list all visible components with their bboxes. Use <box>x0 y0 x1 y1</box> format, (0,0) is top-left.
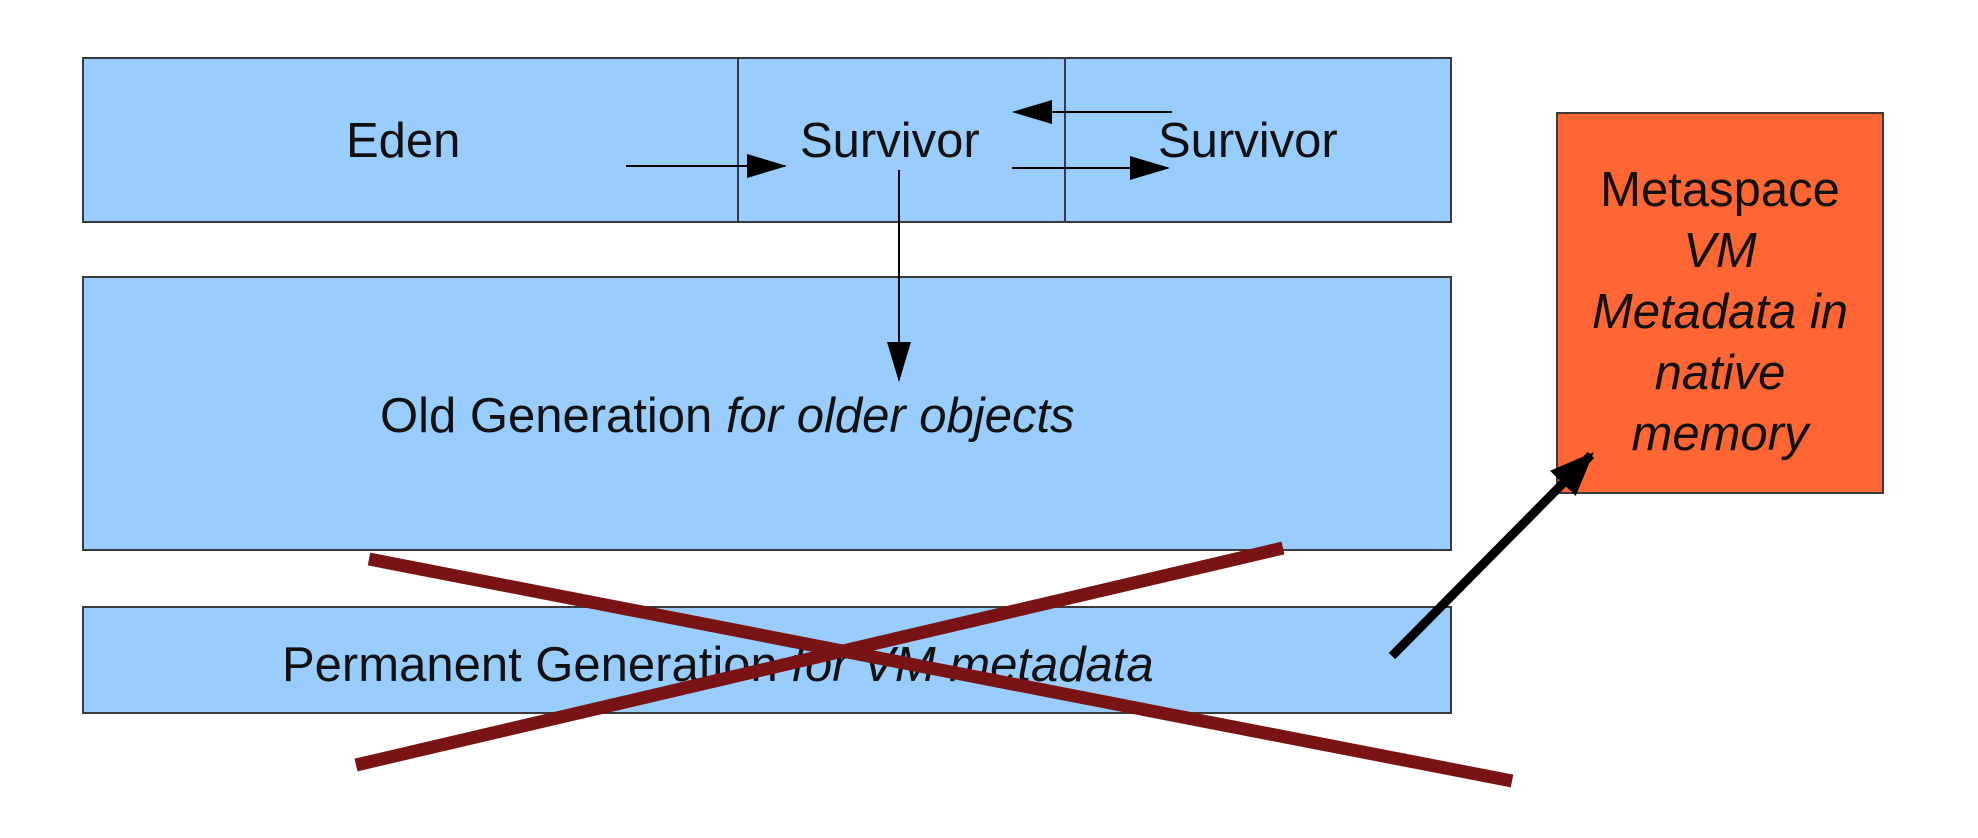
metaspace-subtitle-line-4: memory <box>1631 407 1809 461</box>
metaspace-subtitle-line-1: VM <box>1683 224 1757 278</box>
metaspace-subtitle-line-2: Metadata in <box>1591 285 1849 339</box>
cross-out-stroke-1 <box>367 552 1514 788</box>
eden-label: Eden <box>346 114 461 168</box>
metaspace-title: Metaspace <box>1600 163 1840 217</box>
old-generation-subtitle: for older objects <box>725 389 1075 443</box>
survivor-1-label: Survivor <box>800 114 980 168</box>
survivor-2-label: Survivor <box>1158 114 1338 168</box>
old-generation-label: Old Generation for older objects <box>380 392 1075 441</box>
survivor-survivor-divider <box>1064 57 1066 223</box>
metaspace-subtitle-line-3: native <box>1654 346 1786 400</box>
old-generation-title: Old Generation <box>380 389 713 443</box>
eden-survivor-divider <box>737 57 739 223</box>
metaspace-label: Metaspace VM Metadata in native memory <box>1556 160 1884 465</box>
young-generation-box <box>82 57 1452 223</box>
metaspace-box <box>1556 112 1884 494</box>
permgen-to-metaspace-arrow <box>1388 451 1595 660</box>
cross-out-stroke-2 <box>354 541 1285 772</box>
permanent-generation-box <box>82 606 1452 714</box>
old-generation-box <box>82 276 1452 551</box>
